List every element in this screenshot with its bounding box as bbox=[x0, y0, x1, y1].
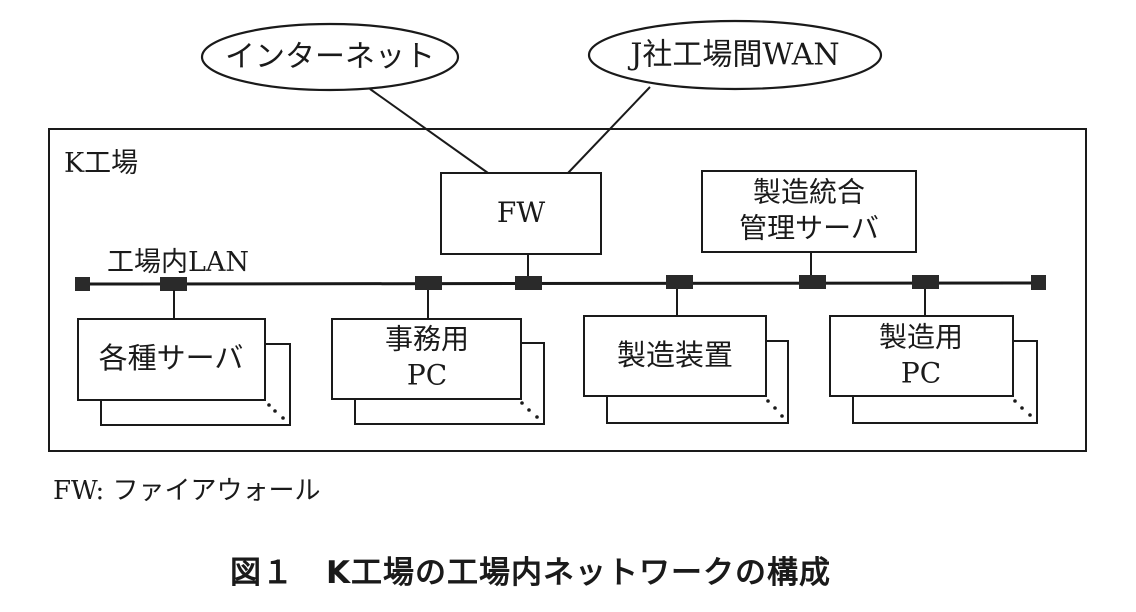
mgmt-server-label: 製造統合 管理サーバ bbox=[739, 175, 879, 248]
mfg-pc-label-line2: PC bbox=[900, 357, 942, 390]
mgmt-server-box bbox=[701, 170, 917, 253]
lan-tap-equipment bbox=[666, 275, 693, 289]
lan-label: 工場内LAN bbox=[107, 247, 250, 278]
lan-tap-office-pc bbox=[415, 276, 442, 290]
internet-fw-link bbox=[369, 88, 489, 174]
office-pc-label: 事務用 PC bbox=[385, 322, 469, 395]
mfg-pc-label: 製造用 PC bbox=[879, 320, 963, 393]
mgmt-server-label-line2: 管理サーバ bbox=[739, 212, 879, 245]
office-pc-stack bbox=[331, 318, 545, 425]
factory-label: K工場 bbox=[64, 148, 139, 179]
servers-label: 各種サーバ bbox=[98, 341, 244, 376]
lan-tap-mfg-pc bbox=[912, 275, 939, 289]
equipment-stack bbox=[583, 315, 789, 424]
firewall-box bbox=[440, 172, 602, 255]
equipment-label: 製造装置 bbox=[616, 338, 734, 373]
legend-text: FW: ファイアウォール bbox=[53, 476, 321, 506]
office-pc-label-line2: PC bbox=[406, 359, 448, 392]
factory-frame bbox=[48, 128, 1087, 452]
figure-caption: 図１ K工場の工場内ネットワークの構成 bbox=[230, 555, 832, 591]
lan-backbone bbox=[81, 281, 1041, 286]
servers-stack bbox=[77, 318, 291, 426]
lan-tap-mgmt-server bbox=[799, 275, 826, 289]
wan-label: J社工場間WAN bbox=[630, 37, 840, 73]
mgmt-server-label-line1: 製造統合 bbox=[752, 175, 866, 209]
mfg-pc-label-line1: 製造用 bbox=[878, 320, 964, 354]
wan-ellipse bbox=[587, 19, 883, 91]
firewall-label: FW bbox=[496, 195, 546, 229]
internet-label: インターネット bbox=[225, 39, 435, 75]
mfg-pc-stack bbox=[829, 315, 1038, 424]
lan-tap-firewall bbox=[515, 276, 542, 290]
lan-end-left bbox=[75, 277, 90, 291]
office-pc-label-line1: 事務用 bbox=[384, 322, 470, 356]
lan-end-right bbox=[1031, 275, 1046, 290]
lan-tap-servers bbox=[160, 277, 187, 291]
internet-ellipse bbox=[200, 22, 460, 92]
